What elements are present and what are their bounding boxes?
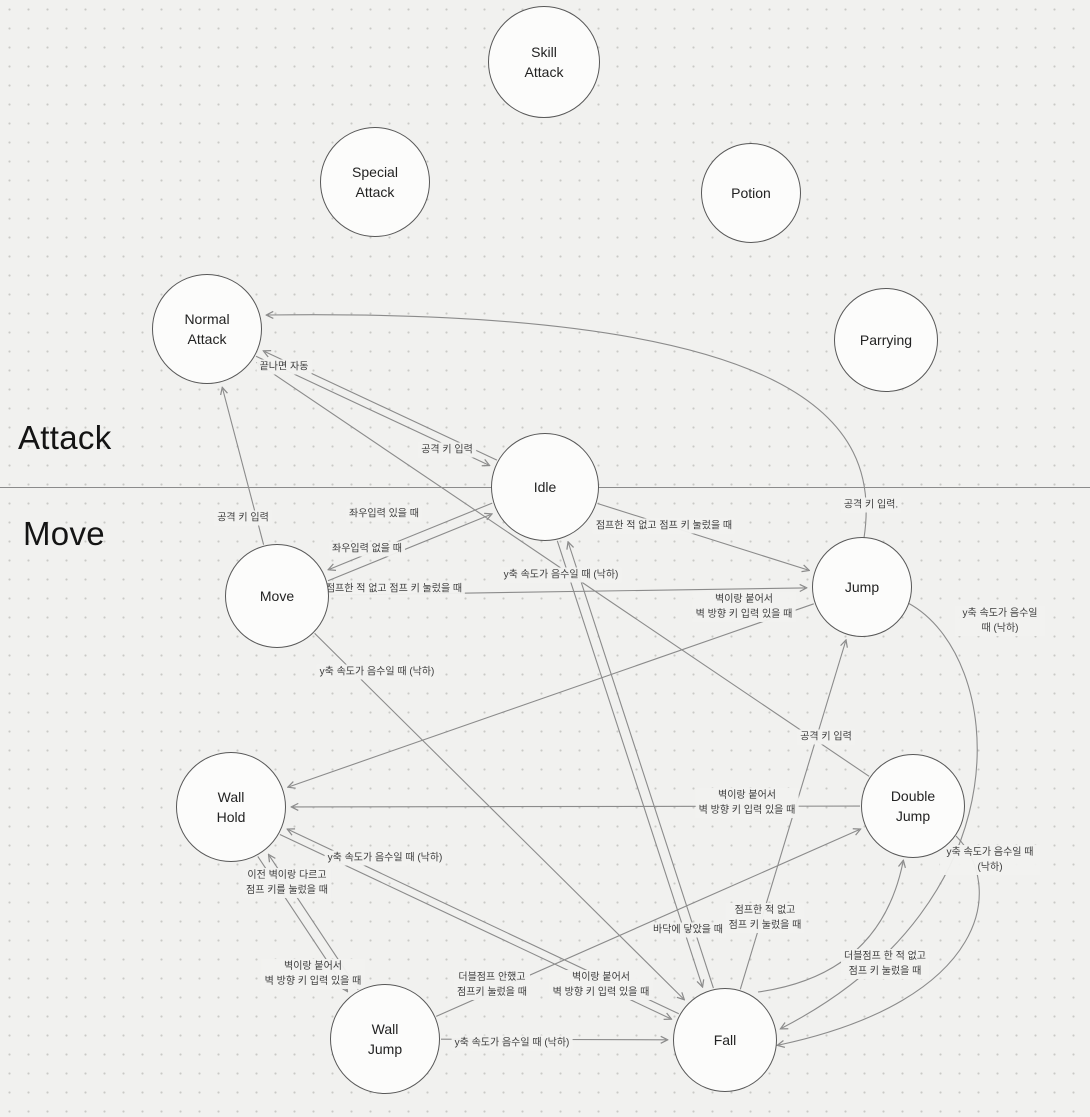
- edge-label-fall-to-double-jump: 더블점프 한 적 없고 점프 키 눌렀을 때: [841, 949, 929, 979]
- node-parrying[interactable]: Parrying: [834, 288, 938, 392]
- edge-label-fall-to-jump: 점프한 적 없고 점프 키 눌렀을 때: [725, 903, 805, 933]
- edge-label-idle-to-fall: y축 속도가 음수일 때 (낙하): [500, 567, 622, 583]
- edge-jump-to-wall-hold[interactable]: [290, 603, 814, 787]
- edge-label-move-to-jump: 점프한 적 없고 점프 키 눌렀을 때: [322, 581, 466, 597]
- node-fall[interactable]: Fall: [673, 988, 777, 1092]
- node-label-double-jump: Double Jump: [890, 787, 936, 824]
- node-skill-attack[interactable]: Skill Attack: [488, 6, 600, 118]
- node-potion[interactable]: Potion: [701, 143, 801, 243]
- edge-label-idle-to-normal-attack: 공격 키 입력: [418, 442, 476, 458]
- edge-label-move-to-fall: y축 속도가 음수일 때 (낙하): [316, 664, 438, 680]
- edge-label-jump-to-wall-hold: 벽이랑 붙어서 벽 방향 키 입력 있을 때: [692, 592, 796, 622]
- node-label-wall-hold: Wall Hold: [216, 788, 246, 825]
- node-label-jump: Jump: [844, 578, 880, 595]
- edge-label-wall-jump-to-wall-hold: 벽이랑 붙어서 벽 방향 키 입력 있을 때: [261, 959, 365, 989]
- edge-label-idle-to-jump: 점프한 적 없고 점프 키 눌렀을 때: [592, 518, 736, 534]
- edge-fall-to-idle[interactable]: [569, 544, 714, 989]
- section-label-attack: Attack: [18, 419, 112, 456]
- edge-label-move-to-normal-attack: 공격 키 입력: [214, 510, 272, 526]
- edge-label-fall-to-idle: 바닥에 닿았을 때: [650, 922, 726, 938]
- edge-idle-to-jump[interactable]: [597, 502, 808, 570]
- edge-label-normal-attack-to-idle: 끝나면 자동: [256, 359, 312, 375]
- edge-idle-to-move[interactable]: [330, 502, 493, 569]
- node-label-move: Move: [259, 587, 295, 604]
- edge-label-move-to-idle: 좌우입력 없을 때: [329, 541, 405, 557]
- node-move[interactable]: Move: [225, 544, 329, 648]
- node-special-attack[interactable]: Special Attack: [320, 127, 430, 237]
- node-label-special-attack: Special Attack: [352, 163, 398, 200]
- node-label-potion: Potion: [731, 184, 771, 201]
- edge-label-fall-to-wall-hold: 벽이랑 붙어서 벽 방향 키 입력 있을 때: [549, 970, 653, 1000]
- edge-label-jump-to-normal-attack: 공격 키 입력.: [840, 497, 902, 513]
- edge-label-double-jump-to-normal-attack: 공격 키 입력: [797, 729, 855, 745]
- node-label-fall: Fall: [713, 1031, 737, 1048]
- node-double-jump[interactable]: Double Jump: [861, 754, 965, 858]
- node-wall-jump[interactable]: Wall Jump: [330, 984, 440, 1094]
- node-jump[interactable]: Jump: [812, 537, 912, 637]
- node-normal-attack[interactable]: Normal Attack: [152, 274, 262, 384]
- edge-label-jump-to-fall: y축 속도가 음수일 때 (낙하): [955, 606, 1045, 636]
- edge-label-wall-jump-to-double-jump: 더블점프 안했고 점프키 눌렀을 때: [454, 970, 530, 1000]
- section-label-move: Move: [23, 515, 105, 552]
- node-label-wall-jump: Wall Jump: [367, 1020, 403, 1057]
- node-idle[interactable]: Idle: [491, 433, 599, 541]
- node-label-idle: Idle: [533, 478, 557, 495]
- node-label-parrying: Parrying: [859, 331, 913, 348]
- node-label-normal-attack: Normal Attack: [184, 310, 230, 347]
- edge-idle-to-fall[interactable]: [556, 540, 702, 986]
- edge-move-to-idle[interactable]: [327, 515, 490, 582]
- edge-label-double-jump-to-wall-hold: 벽이랑 붙어서 벽 방향 키 입력 있을 때: [695, 788, 799, 818]
- edge-move-to-fall[interactable]: [314, 632, 683, 998]
- edge-label-wall-hold-to-wall-jump: 이전 벽이랑 다르고 점프 키를 눌렀을 때: [243, 868, 331, 898]
- edge-label-wall-hold-to-fall: y축 속도가 음수일 때 (낙하): [324, 850, 446, 866]
- edge-jump-to-normal-attack[interactable]: [268, 315, 867, 539]
- edge-label-double-jump-to-fall: y축 속도가 음수일 때 (낙하): [940, 845, 1040, 875]
- edge-label-wall-jump-to-fall: y축 속도가 음수일 때 (낙하): [451, 1035, 573, 1051]
- node-wall-hold[interactable]: Wall Hold: [176, 752, 286, 862]
- node-label-skill-attack: Skill Attack: [524, 43, 564, 80]
- edge-label-idle-to-move: 좌우입력 있을 때: [346, 506, 422, 522]
